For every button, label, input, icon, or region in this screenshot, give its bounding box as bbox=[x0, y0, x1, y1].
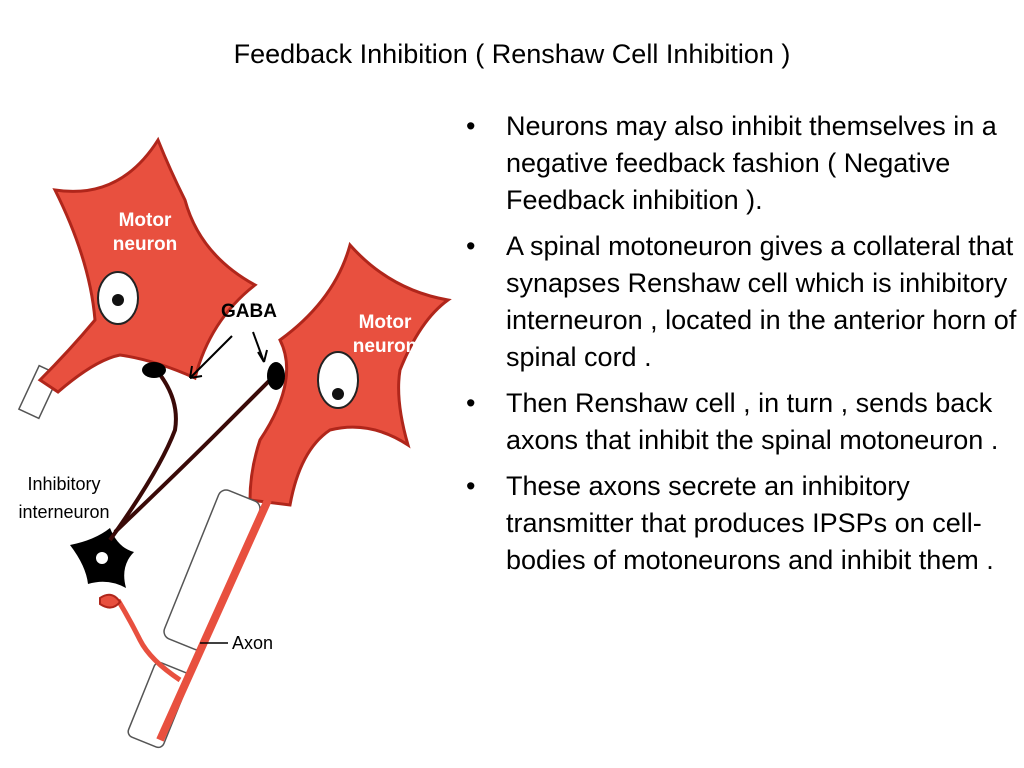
inhibitory-label-2: interneuron bbox=[18, 502, 109, 522]
main-axon bbox=[127, 489, 272, 749]
motor-neuron-left-label-1: Motor bbox=[119, 210, 172, 231]
inhibitory-label-1: Inhibitory bbox=[27, 474, 100, 494]
bullet-marker: • bbox=[466, 471, 476, 501]
motor-neuron-right-label-1: Motor bbox=[359, 312, 412, 333]
gaba-label: GABA bbox=[221, 301, 277, 322]
bullet-marker: • bbox=[466, 231, 476, 261]
nucleus-right bbox=[317, 351, 359, 409]
bullet-text: These axons secrete an inhibitory transm… bbox=[506, 471, 994, 575]
recurrent-collateral bbox=[115, 598, 182, 683]
gaba-arrows bbox=[189, 331, 268, 379]
bullet-marker: • bbox=[466, 111, 476, 141]
inhibitory-nucleus bbox=[96, 552, 108, 564]
terminal-left bbox=[142, 362, 166, 378]
motor-neuron-left bbox=[37, 136, 258, 394]
terminal-right bbox=[267, 362, 285, 390]
collateral-terminal bbox=[99, 593, 122, 609]
bullet-list: • Neurons may also inhibit themselves in … bbox=[466, 108, 1018, 588]
bullet-item: • These axons secrete an inhibitory trans… bbox=[466, 468, 1018, 579]
bullet-item: • Then Renshaw cell , in turn , sends bac… bbox=[466, 385, 1018, 459]
bullet-item: • Neurons may also inhibit themselves in … bbox=[466, 108, 1018, 219]
renshaw-diagram: Motor neuron Motor neuron GABA Inhibitor… bbox=[17, 136, 452, 749]
bullet-text: A spinal motoneuron gives a collateral t… bbox=[506, 231, 1017, 372]
inhibitory-axon-to-right bbox=[113, 376, 274, 534]
inhibitory-axon-to-left bbox=[108, 370, 178, 542]
bullet-item: • A spinal motoneuron gives a collateral … bbox=[466, 228, 1018, 376]
bullet-text: Neurons may also inhibit themselves in a… bbox=[506, 111, 997, 215]
bullet-marker: • bbox=[466, 388, 476, 418]
axon-label: Axon bbox=[232, 633, 273, 653]
bullet-text: Then Renshaw cell , in turn , sends back… bbox=[506, 388, 999, 455]
slide-title: Feedback Inhibition ( Renshaw Cell Inhib… bbox=[233, 39, 791, 69]
nucleus-left bbox=[97, 271, 139, 325]
motor-neuron-left-label-2: neuron bbox=[113, 234, 177, 255]
motor-neuron-right-label-2: neuron bbox=[353, 336, 417, 357]
